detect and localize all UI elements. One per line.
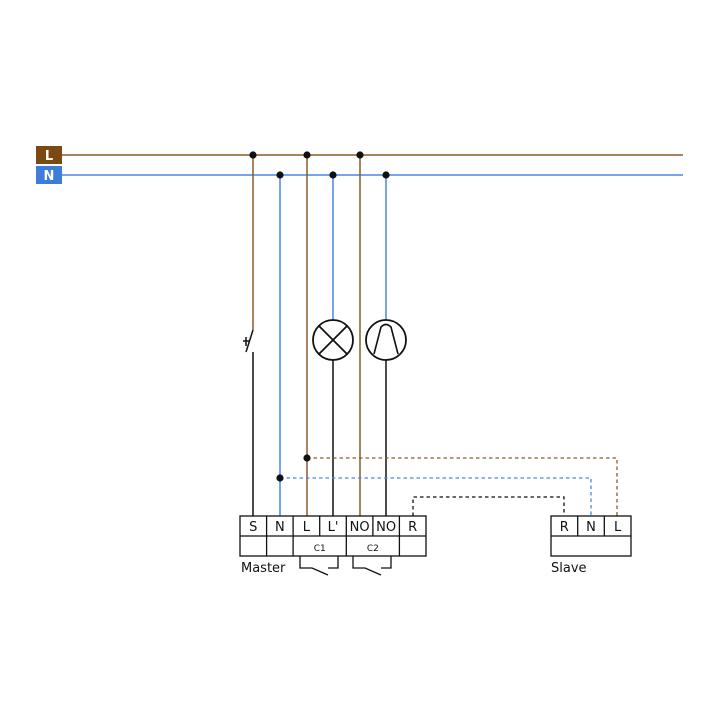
master-terminal-l: L — [303, 520, 311, 535]
junction-dot — [356, 151, 364, 159]
junction-dot — [382, 171, 390, 179]
slave-terminal-l: L — [614, 520, 622, 535]
master-terminal-no2: NO — [376, 520, 396, 535]
slave-terminal-n: N — [586, 520, 596, 535]
contact-group-c2: C2 — [367, 544, 379, 554]
lamp-icon — [312, 319, 354, 361]
neutral-badge — [36, 166, 62, 184]
slave-l-dashed-wire — [307, 457, 618, 516]
slave-module: R N L — [550, 515, 632, 557]
master-module: S N L L' NO NO R C1 C2 — [239, 515, 427, 557]
slave-r-dashed-wire — [412, 496, 565, 516]
junction-dot — [329, 171, 337, 179]
junction-dot — [303, 454, 311, 462]
master-terminal-r: R — [408, 520, 417, 535]
slave-terminal-r: R — [560, 520, 569, 535]
master-terminal-n: N — [275, 520, 285, 535]
slave-label: Slave — [551, 561, 587, 576]
junction-dot — [276, 474, 284, 482]
junction-dot — [249, 151, 257, 159]
master-terminal-l-prime: L' — [328, 520, 339, 535]
line-badge — [36, 146, 62, 164]
relay-contact-icon — [299, 556, 339, 576]
line-badge-label: L — [45, 149, 53, 164]
master-label: Master — [241, 561, 286, 576]
contact-group-c1: C1 — [314, 544, 326, 554]
neutral-badge-label: N — [44, 169, 55, 184]
switch-icon — [243, 329, 254, 353]
fluorescent-lamp-icon — [365, 319, 407, 361]
junction-dot — [276, 171, 284, 179]
master-terminal-no1: NO — [350, 520, 370, 535]
junction-dot — [303, 151, 311, 159]
relay-contact-icon — [352, 556, 392, 576]
master-terminal-s: S — [249, 520, 257, 535]
